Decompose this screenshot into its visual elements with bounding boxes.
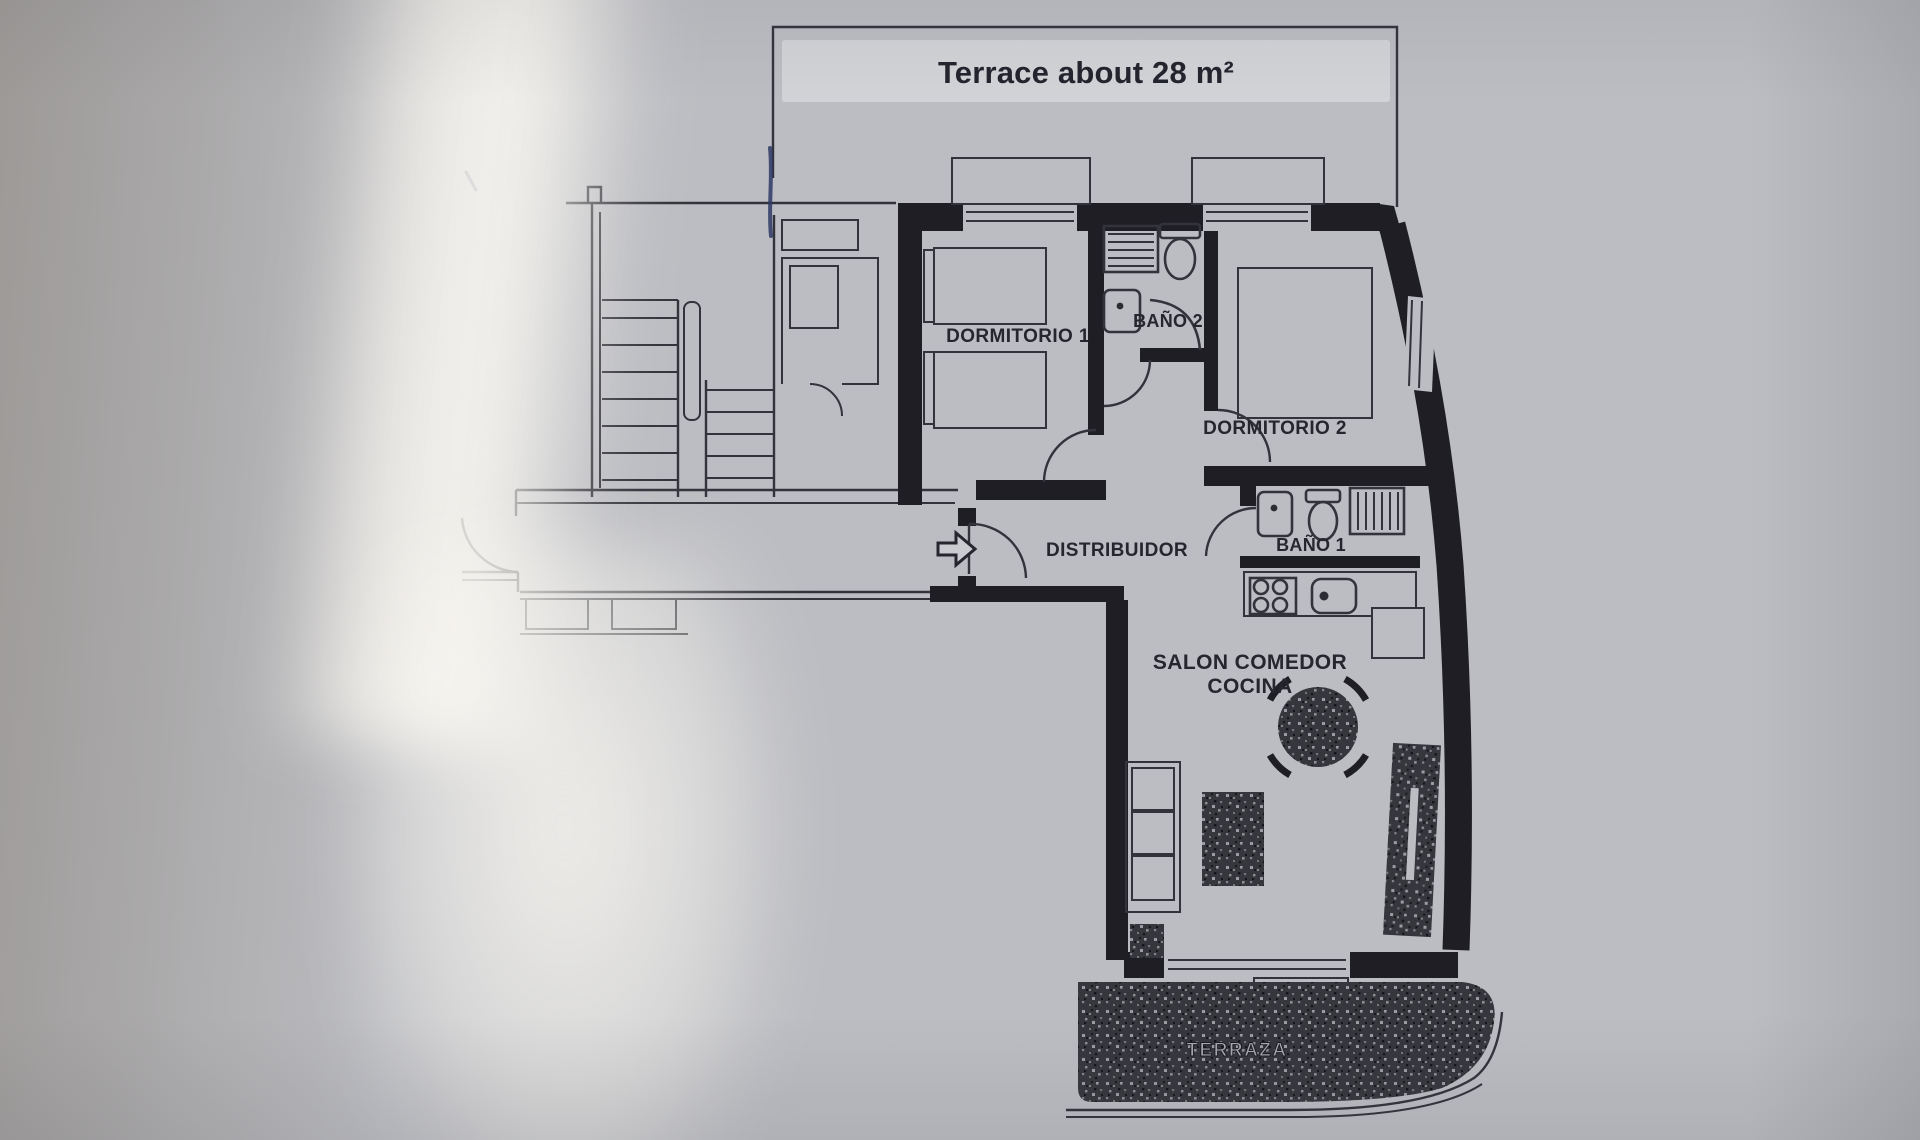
communal-staircase: [566, 185, 896, 497]
hob-icon: [1248, 576, 1298, 616]
lift-shaft: [781, 219, 879, 417]
bano-2-fixtures: [1102, 222, 1202, 351]
bano-1-fixtures: [1256, 486, 1406, 542]
wall-hall-right: [1204, 357, 1218, 411]
glass-door-frame: [1371, 607, 1425, 659]
terrace-door: [1164, 952, 1350, 995]
wall-party: [898, 203, 922, 505]
communal-corridor: [460, 488, 962, 635]
terrace-outline: [771, 25, 1399, 207]
bano2-door-arc: [1103, 359, 1152, 408]
wall-bano2-right: [1204, 231, 1218, 357]
balcony-box: [1191, 157, 1325, 205]
wall-salon-left: [1106, 600, 1128, 960]
label-dormitorio-1: DORMITORIO 1: [946, 326, 1090, 347]
stair-treads-left: [602, 317, 678, 481]
wall-distribuidor-bottom: [930, 586, 1124, 602]
dorm1-door-arc: [1042, 428, 1097, 483]
side-table: [1130, 924, 1164, 958]
sofa: [1125, 761, 1181, 913]
wall-dorm2-bottom: [1204, 466, 1450, 486]
toilet-icon: [1304, 488, 1342, 542]
dining-table: [1266, 675, 1370, 779]
lift-door-arc: [809, 383, 843, 417]
doors: [936, 359, 1272, 579]
label-distribuidor: DISTRIBUIDOR: [1046, 540, 1188, 561]
dormitorio-1-furniture: [923, 247, 1047, 429]
label-terraza: TERRAZA: [1186, 1040, 1287, 1061]
terraza-area: TERRAZA: [1066, 982, 1504, 1118]
label-salon-line2: COCINA: [1207, 675, 1292, 698]
washbasin-icon: [1256, 490, 1294, 538]
radiator-icon: [1102, 224, 1160, 274]
kitchen-counter: [1243, 571, 1417, 617]
bano1-door-arc: [1204, 506, 1257, 557]
corridor-niche: [525, 598, 589, 630]
label-bano-1: BAÑO 1: [1276, 534, 1346, 555]
stair-stringer: [683, 301, 701, 421]
dormitorio-2-furniture: [1237, 267, 1373, 419]
corridor-curved-wall: [460, 517, 519, 574]
wall-distribuidor-top: [976, 480, 1106, 500]
window-dorm2-right: [1404, 296, 1436, 392]
window-dorm2-top: [1203, 203, 1311, 231]
sink-icon: [1310, 577, 1358, 615]
entry-door-arc: [968, 522, 1028, 579]
bed: [933, 247, 1047, 325]
shower-icon: [1149, 298, 1202, 351]
washbasin-icon: [1102, 288, 1142, 334]
toilet-icon: [1158, 222, 1202, 281]
dorm2-door-arc: [1217, 408, 1272, 463]
label-dormitorio-2: DORMITORIO 2: [1203, 418, 1347, 439]
pen-marks: [464, 146, 773, 238]
label-salon-line1: SALON COMEDOR: [1153, 651, 1347, 674]
windows: [951, 157, 1436, 995]
wall-dorm1-right: [1088, 231, 1104, 435]
wall-unit: [1383, 742, 1441, 938]
terrace-banner-background: [782, 40, 1390, 102]
balcony-box: [951, 157, 1091, 205]
stair-treads-right: [706, 389, 774, 479]
wall-bano1-kitchen: [1240, 556, 1420, 568]
coffee-table: [1202, 792, 1264, 886]
headboard: [923, 249, 935, 323]
window-dorm1: [963, 203, 1077, 231]
corridor-niche: [611, 598, 677, 630]
wall-bano2-bottom: [1140, 348, 1218, 362]
radiator-icon: [1348, 486, 1406, 536]
terrace-banner-label: Terrace about 28 m²: [938, 55, 1234, 90]
headboard: [923, 351, 935, 425]
bed: [933, 351, 1047, 429]
salon-furniture: [1125, 607, 1441, 958]
bed: [1237, 267, 1373, 419]
label-bano-2: BAÑO 2: [1133, 310, 1203, 331]
room-labels: DORMITORIO 1 BAÑO 2 DORMITORIO 2 DISTRIB…: [946, 310, 1347, 698]
entrance-arrow-icon: [936, 529, 978, 569]
terrace-banner: Terrace about 28 m²: [782, 40, 1390, 102]
